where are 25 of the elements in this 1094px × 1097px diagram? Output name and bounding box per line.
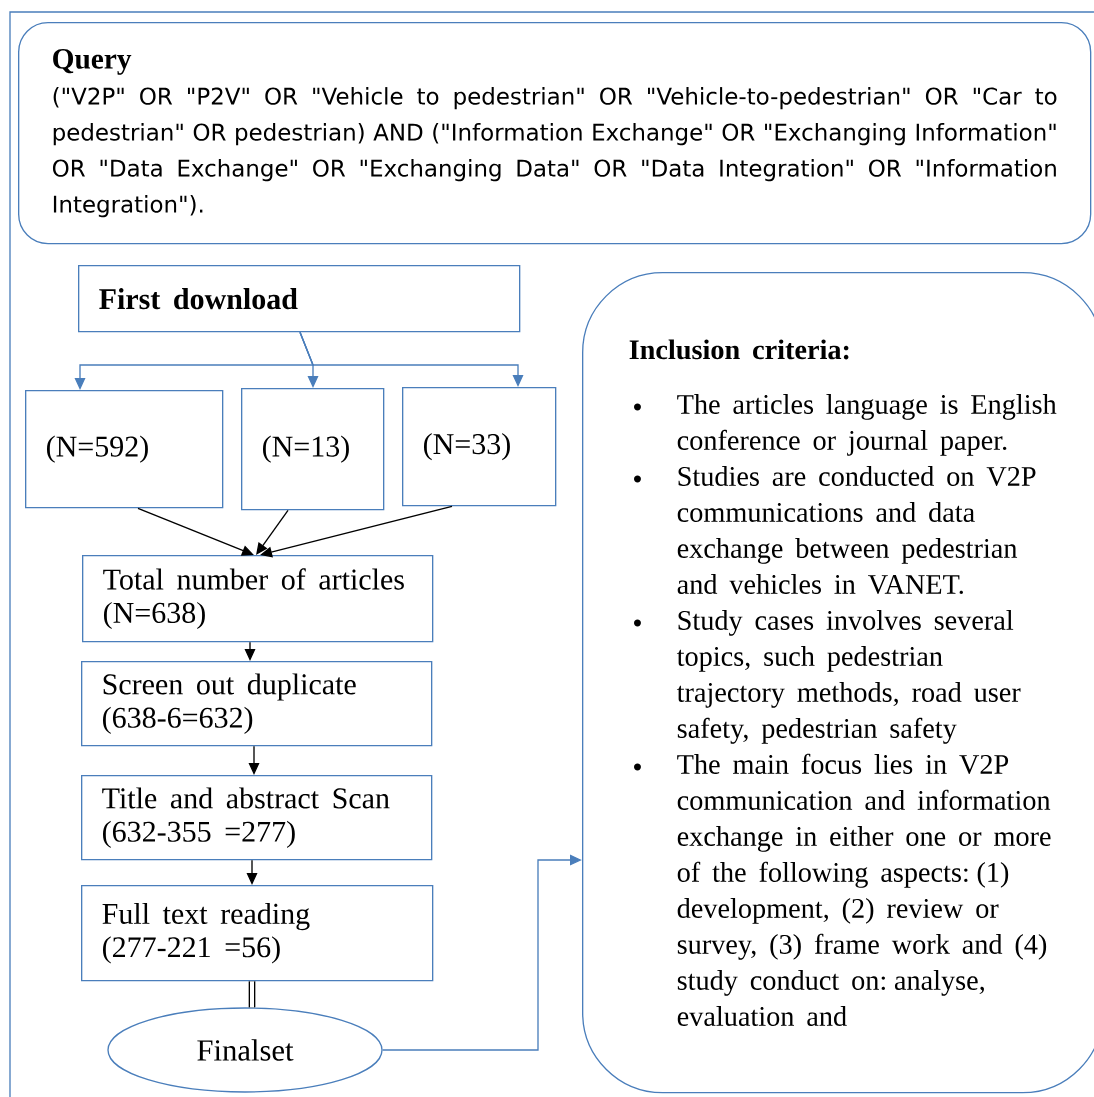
process-box: Title and abstract Scan (632-355 =277): [81, 775, 433, 861]
arrow: [246, 859, 258, 885]
list-item: Study cases involves several topics, such pedestrian trajectory methods, road user safety, pedestrian safety: [676, 610, 1021, 744]
process-box: First download: [78, 265, 521, 333]
heading: Inclusion criteria:: [629, 339, 849, 360]
process-box: Total number of articles (N=638): [82, 555, 434, 643]
arrow: [299, 331, 524, 387]
arrow: [248, 745, 260, 775]
list-item: The main focus lies in V2P communication and information exchange in either one or more of the following aspects: (1) development, (2) review or survey, (3) frame work and (4) study conduct on: analyse, evaluation and: [677, 753, 1051, 1026]
source-box: (N=33): [402, 387, 557, 507]
heading: Query: [53, 49, 132, 75]
criteria-box: [582, 272, 1094, 1094]
source-box: (N=592): [25, 390, 224, 509]
list-item: Studies are conducted on V2P communications and data exchange between pedestrian and vehicles in VANET.: [677, 466, 1036, 595]
process-box: Full text reading (277-221 =56): [81, 885, 434, 982]
arrow: [137, 507, 254, 556]
arrow: [260, 505, 453, 558]
arrow: [256, 509, 289, 555]
arrow: [382, 854, 582, 1051]
query-box: [18, 22, 1092, 245]
process-box: Screen out duplicate (638-6=632): [81, 661, 433, 747]
source-box: (N=13): [241, 388, 385, 511]
arrow: [244, 641, 256, 661]
query-text: ("V2P" OR "P2V" OR "Vehicle to pedestrian" OR "Vehicle-to-pedestrian" OR "Car to pedestrian" OR pedestrian) AND ("Information Exchange" OR "Exchanging Information" OR "Data Exchange" OR "Exchanging Data" OR "Data Integration" OR "Information Integration").: [52, 87, 1057, 218]
list-item: The articles language is English conference or journal paper.: [677, 394, 1057, 456]
